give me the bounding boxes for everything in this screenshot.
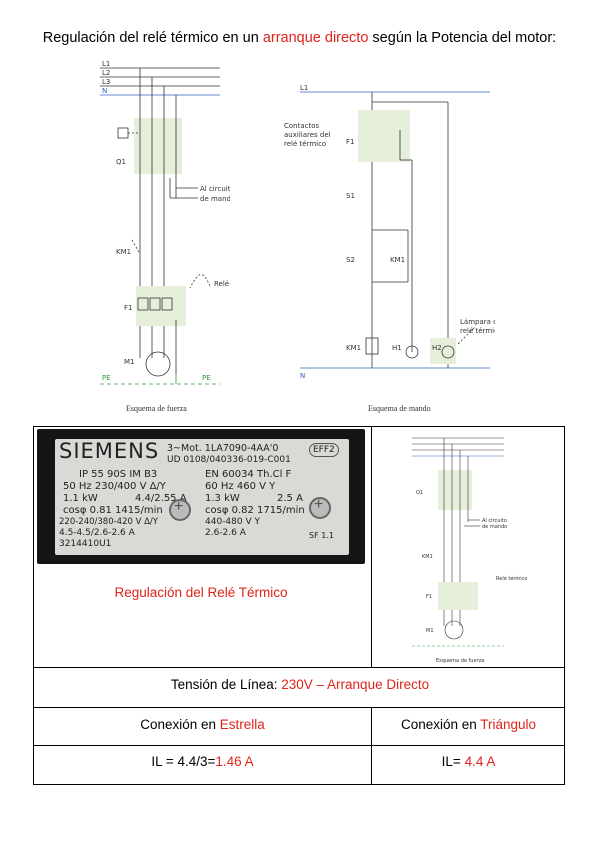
small-control-label-2: de mando: [482, 524, 507, 530]
delta-header-cell: Conexión en Triángulo: [371, 717, 566, 732]
h2-label: H2: [432, 344, 442, 352]
regulation-table: Tensión de Línea: 230V – Arranque Direct…: [33, 426, 565, 785]
delta-result-cell: IL= 4.4 A: [371, 754, 566, 769]
aux-contacts-label-2: auxiliares del: [284, 131, 331, 139]
motor-nameplate: SIEMENS 3~Mot. 1LA7090-4AA'0 UD 0108/040…: [37, 429, 365, 564]
control-f1-label: F1: [346, 138, 354, 146]
h1-label: H1: [392, 344, 402, 352]
nameplate-body: SIEMENS 3~Mot. 1LA7090-4AA'0 UD 0108/040…: [55, 439, 349, 555]
title-text: Regulación del relé térmico en un: [42, 30, 263, 46]
star-formula: IL = 4.4/3=: [151, 754, 216, 769]
s1-label: S1: [346, 192, 355, 200]
nameplate-v1: 220-240/380-420 V Δ/Y: [59, 517, 158, 527]
star-result: 1.46 A: [215, 754, 254, 769]
power-diagram: L1 L2 L3 N Q1 Al circuito de mando KM1 R…: [100, 60, 230, 385]
lamp-label-2: relé térmico: [460, 327, 495, 335]
nameplate-serial: 3214410U1: [59, 539, 112, 549]
nameplate-eff: EFF2: [309, 443, 339, 457]
title-highlight: arranque directo: [262, 30, 369, 46]
nameplate-kw2: 1.3 kW: [205, 493, 240, 504]
control-label-1: Al circuito: [200, 185, 230, 193]
line-l2-label: L2: [102, 69, 110, 77]
table-divider: [34, 707, 564, 708]
line-l1-label: L1: [102, 60, 110, 68]
lamp-label-1: Lámpara de: [460, 318, 495, 326]
nameplate-cos2: cosφ 0.82 1715/min: [205, 505, 305, 516]
nameplate-a2: 2.5 A: [277, 493, 303, 504]
km1-label: KM1: [116, 248, 131, 256]
delta-value: Triángulo: [480, 717, 537, 732]
nameplate-a3: 4.5-4.5/2.6-2.6 A: [59, 528, 135, 538]
delta-formula: IL=: [441, 754, 465, 769]
nameplate-sf: SF 1.1: [309, 531, 334, 540]
small-motor-label: M1: [426, 628, 434, 634]
control-n-label: N: [300, 372, 305, 380]
pe-label-left: PE: [102, 374, 111, 382]
table-divider: [34, 745, 564, 746]
control-caption: Esquema de mando: [368, 404, 431, 413]
aux-contacts-label-3: relé térmico: [284, 140, 326, 148]
f1-label: F1: [124, 304, 132, 312]
nameplate-a4: 2.6-2.6 A: [205, 528, 246, 538]
nameplate-kw1: 1.1 kW: [63, 493, 98, 504]
line-l3-label: L3: [102, 78, 110, 86]
voltage-label: Tensión de Línea:: [170, 677, 282, 692]
s2-label: S2: [346, 256, 355, 264]
star-result-cell: IL = 4.4/3=1.46 A: [34, 754, 371, 769]
nameplate-line1: 3~Mot. 1LA7090-4AA'0: [167, 443, 279, 454]
motor-label: M1: [124, 358, 135, 366]
regulation-label: Regulación del Relé Térmico: [114, 585, 288, 600]
small-relay-label: Relé térmico: [496, 575, 527, 582]
small-control-label-1: Al circuito: [482, 518, 507, 524]
nameplate-ip: IP 55 90S IM B3: [79, 469, 158, 480]
page-title: Regulación del relé térmico en un arranq…: [0, 30, 599, 46]
table-divider: [371, 707, 372, 785]
q1-label: Q1: [116, 158, 126, 166]
nameplate-cos1: cosφ 0.81 1415/min: [63, 505, 163, 516]
voltage-cell: Tensión de Línea: 230V – Arranque Direct…: [34, 677, 566, 692]
star-header-cell: Conexión en Estrella: [34, 717, 371, 732]
table-divider: [371, 427, 372, 667]
control-diagram: L1 N Contactos auxiliares del relé térmi…: [284, 84, 495, 380]
relay-label: Relé térmico: [214, 280, 230, 288]
screw-icon: [169, 498, 191, 521]
control-km1-coil-label: KM1: [346, 344, 361, 352]
line-n-label: N: [102, 87, 107, 95]
control-l1-label: L1: [300, 84, 308, 92]
delta-result: 4.4 A: [464, 754, 496, 769]
star-label: Conexión en: [140, 717, 220, 732]
title-text-end: según la Potencia del motor:: [368, 30, 557, 46]
voltage-value: 230V – Arranque Directo: [281, 677, 430, 692]
star-value: Estrella: [219, 717, 265, 732]
nameplate-line2: UD 0108/040336-019-C001: [167, 455, 291, 465]
table-divider: [34, 667, 564, 668]
nameplate-hz60: 60 Hz 460 V Y: [205, 481, 276, 492]
nameplate-v2: 440-480 V Y: [205, 517, 260, 527]
small-caption: Esquema de fuerza: [436, 658, 484, 664]
small-q1-label: Q1: [416, 490, 423, 496]
power-caption: Esquema de fuerza: [126, 404, 187, 413]
power-diagram-small: Q1 Al circuito de mando KM1 Relé térmico…: [380, 430, 552, 664]
small-f1-label: F1: [426, 594, 432, 600]
control-km1-label: KM1: [390, 256, 405, 264]
nameplate-hz50: 50 Hz 230/400 V Δ/Y: [63, 481, 166, 492]
aux-contacts-label-1: Contactos: [284, 122, 320, 130]
delta-label: Conexión en: [400, 717, 481, 732]
control-label-2: de mando: [200, 195, 230, 203]
nameplate-a1: 4.4/2.55 A: [135, 493, 187, 504]
pe-label-right: PE: [202, 374, 211, 382]
nameplate-brand: SIEMENS: [59, 439, 160, 463]
screw-icon: [309, 496, 331, 519]
nameplate-en: EN 60034 Th.Cl F: [205, 469, 292, 480]
small-km1-label: KM1: [422, 554, 433, 560]
